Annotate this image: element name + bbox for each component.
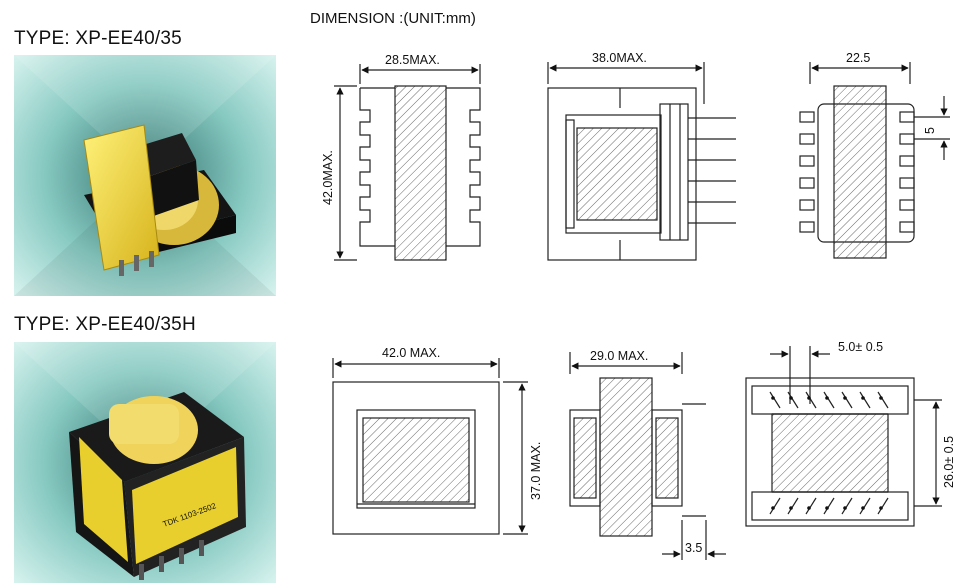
bottom-pitch-label: 5	[923, 127, 937, 134]
front-width-label: 28.5MAX.	[385, 53, 440, 67]
front-view-ee40-35	[334, 64, 481, 261]
dimension-title: DIMENSION :(UNIT:mm)	[310, 10, 476, 27]
side-view-ee40-35	[547, 62, 736, 261]
bottom-view-ee40-35	[799, 62, 950, 259]
product-photo-ee40-35	[14, 55, 276, 296]
side-pin-offset-label: 3.5	[685, 541, 702, 555]
bottom-width-label: 22.5	[846, 51, 870, 65]
type-label-ee40-35: TYPE: XP-EE40/35	[14, 28, 182, 49]
front-view-ee40-35h	[332, 358, 528, 535]
front-height-label-h: 37.0 MAX.	[529, 442, 543, 500]
side-width-label: 38.0MAX.	[592, 51, 647, 65]
front-height-label: 42.0MAX.	[321, 150, 335, 205]
side-view-ee40-35h	[569, 352, 726, 560]
bottom-view-ee40-35h	[745, 346, 942, 527]
product-photo-ee40-35h: TDK 1103-2502	[14, 342, 276, 583]
bottom-row-spacing-label: 26.0± 0.5	[942, 436, 956, 488]
side-width-label-h: 29.0 MAX.	[590, 349, 648, 363]
type-label-ee40-35h: TYPE: XP-EE40/35H	[14, 314, 196, 335]
front-width-label-h: 42.0 MAX.	[382, 346, 440, 360]
bottom-pitch-label-h: 5.0± 0.5	[838, 340, 883, 354]
